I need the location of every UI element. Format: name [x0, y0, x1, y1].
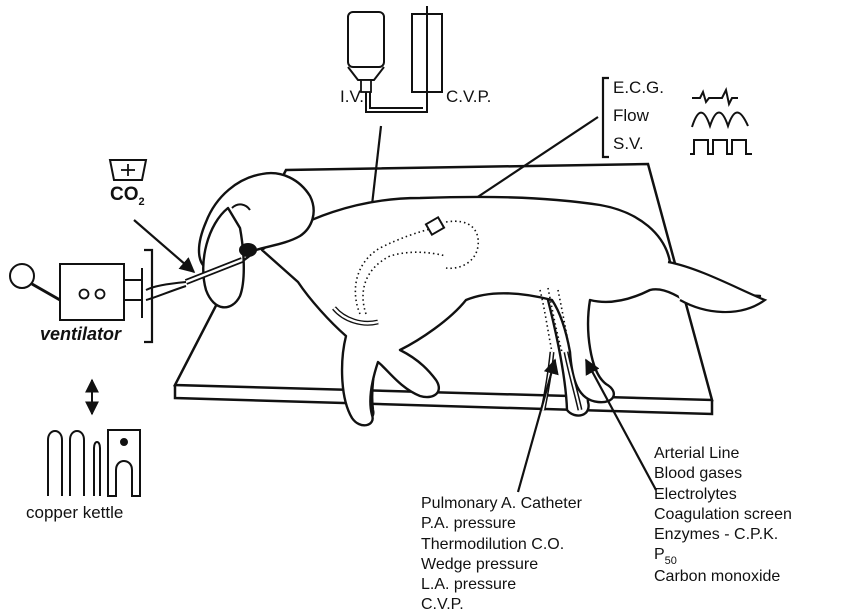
- arterial-line-item: Carbon monoxide: [654, 567, 792, 587]
- pa-catheter-item: P.A. pressure: [421, 514, 582, 534]
- copper-kettle-icon: [48, 430, 140, 496]
- copper-kettle-label: copper kettle: [26, 502, 123, 523]
- dog-nose: [239, 243, 257, 257]
- ventilator-unit: [10, 264, 186, 320]
- ventilator-bracket: [144, 250, 152, 342]
- co2-subscript: 2: [139, 196, 145, 208]
- p50-text: P: [654, 546, 665, 563]
- iv-label: I.V.: [340, 86, 364, 107]
- arterial-line-list: Arterial Line Blood gases Electrolytes C…: [654, 444, 792, 587]
- arterial-line-item: Blood gases: [654, 464, 792, 484]
- co2-text: CO: [110, 184, 139, 205]
- ventilator-label: ventilator: [40, 324, 121, 345]
- p50-subscript: 50: [665, 555, 677, 567]
- arterial-line-item: Coagulation screen: [654, 505, 792, 525]
- pa-catheter-item: C.V.P.: [421, 595, 582, 615]
- co2-arrow: [134, 220, 194, 272]
- arterial-line-item: P50: [654, 545, 792, 566]
- pa-catheter-item: Pulmonary A. Catheter: [421, 494, 582, 514]
- cvp-label: C.V.P.: [446, 86, 491, 107]
- iv-bag: [348, 12, 384, 92]
- cvp-manometer: [412, 6, 442, 100]
- monitor-item: Flow: [613, 102, 664, 130]
- iv-cvp-tubing: [366, 92, 427, 112]
- monitor-item: E.C.G.: [613, 74, 664, 102]
- pa-catheter-item: Wedge pressure: [421, 555, 582, 575]
- arterial-line-item: Enzymes - C.P.K.: [654, 525, 792, 545]
- monitor-item: S.V.: [613, 130, 664, 158]
- co2-sensor-icon: [110, 160, 146, 180]
- monitor-bracket: [603, 78, 609, 157]
- co2-label: CO2: [110, 184, 145, 208]
- arterial-line-item: Arterial Line: [654, 444, 792, 464]
- arterial-line-item: Electrolytes: [654, 485, 792, 505]
- pa-catheter-item: Thermodilution C.O.: [421, 535, 582, 555]
- flow-waveform: [692, 113, 748, 128]
- pa-catheter-item: L.A. pressure: [421, 575, 582, 595]
- sv-waveform: [690, 140, 752, 154]
- pa-catheter-list: Pulmonary A. Catheter P.A. pressure Ther…: [421, 494, 582, 616]
- ecg-waveform: [692, 90, 738, 104]
- monitor-list: E.C.G. Flow S.V.: [613, 74, 664, 158]
